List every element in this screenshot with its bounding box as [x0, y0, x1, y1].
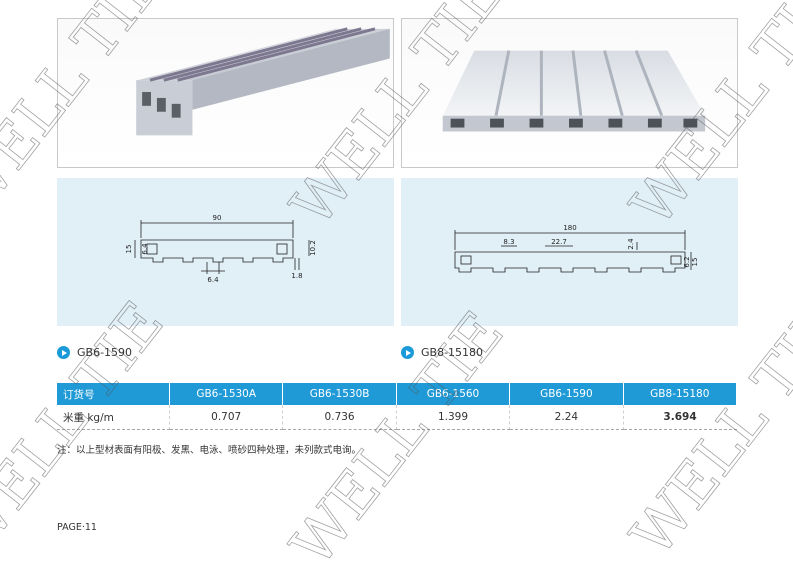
cell-weight: 0.707 — [169, 405, 284, 430]
dim-right-small: 1.8 — [291, 272, 302, 280]
dim-small-b: 6.2 — [683, 256, 691, 267]
cell-weight: 2.24 — [509, 405, 624, 430]
spec-table: 订货号 GB6-1530A GB6-1530B GB6-1560 GB6-159… — [57, 383, 738, 430]
caption-gb6-1590: GB6-1590 — [57, 346, 132, 359]
cell-weight: 0.736 — [282, 405, 397, 430]
row-label-weight: 米重 kg/m — [57, 405, 170, 430]
caption-label: GB8-15180 — [421, 346, 484, 359]
play-bullet-icon — [401, 346, 414, 359]
product-photo-gb8-15180 — [401, 18, 738, 168]
cell-weight: 1.399 — [396, 405, 511, 430]
caption-label: GB6-1590 — [77, 346, 133, 359]
dim-slot-a: 6.4 — [141, 243, 149, 255]
product-photo-gb6-1590 — [57, 18, 394, 168]
dim-small-a: 2.4 — [627, 238, 635, 250]
header-gb6-1530b: GB6-1530B — [282, 383, 397, 405]
dim-slot-b: 6.4 — [207, 276, 219, 284]
dim-height: 15 — [125, 245, 133, 254]
caption-gb8-15180: GB8-15180 — [401, 346, 483, 359]
drawing-gb8-15180: 180 8.3 22.7 2.4 15 6.2 — [401, 178, 738, 326]
header-gb6-1590: GB6-1590 — [509, 383, 624, 405]
drawing-gb6-1590: 90 15 6.4 6.4 10.2 1.8 — [57, 178, 394, 326]
page-number: PAGE·11 — [57, 522, 97, 533]
header-gb6-1530a: GB6-1530A — [169, 383, 284, 405]
header-gb8-15180: GB8-15180 — [623, 383, 738, 405]
table-header-row: 订货号 GB6-1530A GB6-1530B GB6-1560 GB6-159… — [57, 383, 738, 405]
dim-slot-top: 22.7 — [551, 238, 567, 246]
cell-weight: 3.694 — [623, 405, 737, 430]
dim-width: 90 — [213, 214, 222, 222]
dim-right-height: 10.2 — [309, 240, 317, 256]
watermark-text: WELL TIE — [277, 299, 516, 566]
footnote: 注：以上型材表面有阳极、发黑、电泳、喷砂四种处理，未列款式电询。 — [57, 445, 362, 456]
dim-slot-width: 8.3 — [503, 238, 514, 246]
play-bullet-icon — [57, 346, 70, 359]
dim-height: 15 — [691, 258, 699, 267]
header-order-no: 订货号 — [57, 383, 170, 405]
dim-width: 180 — [563, 224, 576, 232]
table-row: 米重 kg/m 0.707 0.736 1.399 2.24 3.694 — [57, 405, 737, 430]
header-gb6-1560: GB6-1560 — [396, 383, 511, 405]
